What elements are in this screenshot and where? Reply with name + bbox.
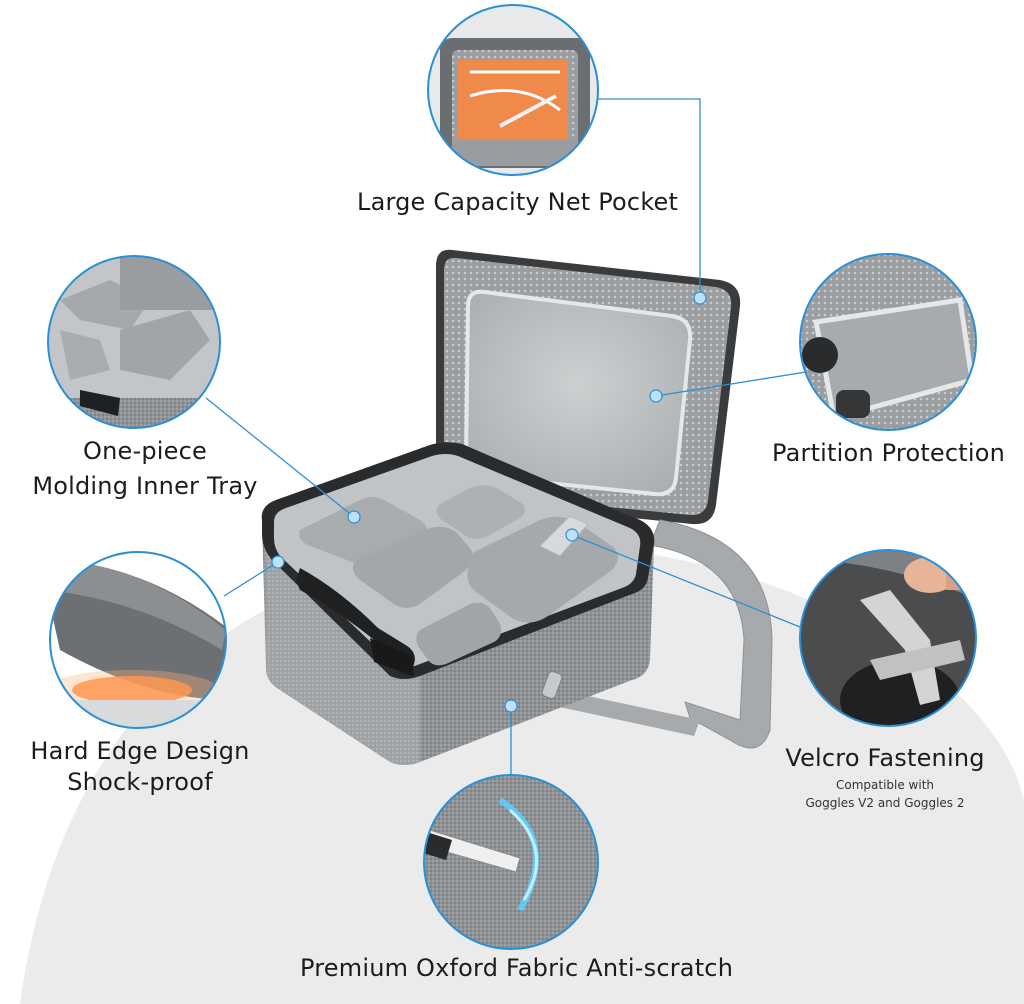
connector-inner-tray — [205, 397, 355, 518]
connector-hard-edge — [223, 561, 279, 597]
label-hard-edge-line2: Shock-proof — [67, 768, 213, 796]
label-velcro: Velcro Fastening — [785, 744, 985, 772]
connector-partition — [655, 371, 807, 397]
label-partition: Partition Protection — [772, 439, 1006, 467]
label-inner-tray-line2: Molding Inner Tray — [32, 472, 258, 500]
callout-hard-edge — [49, 551, 227, 729]
label-inner-tray-line1: One-piece — [83, 437, 207, 465]
case-base — [261, 442, 655, 765]
label-net-pocket: Large Capacity Net Pocket — [357, 188, 679, 216]
label-hard-edge-line1: Hard Edge Design — [30, 737, 250, 765]
label-velcro-compat-line1: Compatible with — [835, 778, 935, 792]
callout-net-pocket — [427, 4, 599, 176]
shoulder-strap — [555, 519, 773, 749]
connector-lines — [205, 98, 807, 786]
case-lid — [436, 249, 741, 525]
connector-velcro — [571, 534, 801, 628]
callout-inner-tray — [47, 255, 221, 429]
callout-velcro — [799, 549, 977, 727]
callout-partition — [799, 253, 977, 431]
label-velcro-compat-line2: Goggles V2 and Goggles 2 — [805, 796, 965, 810]
connector-dots — [271, 291, 707, 713]
label-fabric: Premium Oxford Fabric Anti-scratch — [300, 954, 734, 982]
callout-fabric — [423, 774, 599, 950]
connector-net-pocket — [598, 98, 701, 298]
